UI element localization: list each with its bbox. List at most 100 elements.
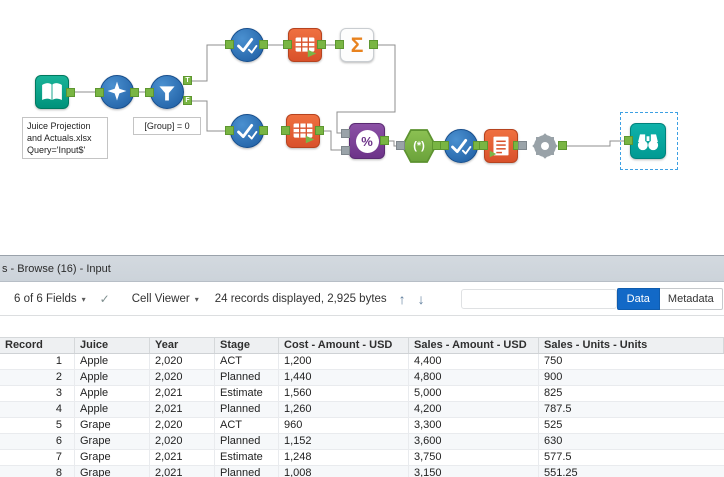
summarize-tool[interactable]: Σ: [340, 28, 374, 62]
data-cell: 3,300: [409, 418, 539, 433]
data-cell: 825: [544, 387, 563, 399]
data-cell: 4,400: [409, 354, 539, 369]
connection-anchor[interactable]: [317, 40, 326, 49]
filter-tool[interactable]: [150, 75, 184, 109]
column-header[interactable]: Juice: [75, 338, 150, 353]
scroll-down-button[interactable]: ↓: [417, 290, 425, 307]
record-number-cell: 8: [0, 466, 75, 477]
connection-anchor[interactable]: [518, 141, 527, 150]
record-number-cell: 2: [0, 370, 75, 385]
results-panel-title: s - Browse (16) - Input: [2, 263, 111, 275]
results-panel: s - Browse (16) - Input 6 of 6 Fields ▾ ✓…: [0, 255, 724, 477]
data-tab-button[interactable]: Data: [616, 287, 660, 310]
chevron-down-icon: ▾: [81, 294, 86, 304]
data-cell: 900: [544, 371, 563, 383]
column-header[interactable]: Cost - Amount - USD: [279, 338, 409, 353]
select-tool-lower[interactable]: [230, 114, 264, 148]
data-cell: Grape: [75, 466, 150, 477]
tool-selection-rect: [620, 112, 678, 170]
connection-anchor[interactable]: [130, 88, 139, 97]
connection-anchor[interactable]: [259, 126, 268, 135]
percent-icon: %: [355, 129, 379, 153]
record-number-cell: 1: [0, 354, 75, 369]
cell-viewer-selector[interactable]: Cell Viewer▾: [132, 293, 199, 305]
apply-check-icon[interactable]: ✓: [99, 291, 110, 306]
panel-spacer: [0, 316, 724, 337]
record-number-cell: 4: [0, 402, 75, 417]
workflow-canvas[interactable]: Σ % (*): [0, 0, 724, 255]
sigma-icon: Σ: [350, 33, 364, 57]
fields-selector-label: 6 of 6 Fields: [14, 292, 77, 305]
data-cell: 1,152: [279, 434, 409, 449]
connection-anchor[interactable]: [380, 136, 389, 145]
input-data-tool[interactable]: [35, 75, 69, 109]
data-cell: 525: [544, 419, 563, 431]
connection-anchor[interactable]: [225, 40, 234, 49]
input-annotation[interactable]: Juice Projection and Actuals.xlsx Query=…: [22, 117, 108, 159]
column-header[interactable]: Record: [0, 338, 75, 353]
connection-anchor[interactable]: [624, 136, 633, 145]
search-input[interactable]: [460, 288, 617, 309]
connection-anchor[interactable]: [369, 40, 378, 49]
connection-anchor[interactable]: [335, 40, 344, 49]
browse-tool[interactable]: [630, 123, 666, 159]
connection-anchor[interactable]: [341, 129, 350, 138]
prep-tool[interactable]: [100, 75, 134, 109]
record-number-cell: 5: [0, 418, 75, 433]
data-cell: Apple: [75, 370, 150, 385]
saw-macro-tool[interactable]: [527, 128, 563, 164]
data-cell: 3,750: [409, 450, 539, 465]
data-cell: Grape: [75, 418, 150, 433]
data-cell: 4,800: [409, 370, 539, 385]
column-header[interactable]: Year: [150, 338, 215, 353]
metadata-tab-button[interactable]: Metadata: [659, 287, 723, 310]
data-cell: 3,600: [409, 434, 539, 449]
filter-false-anchor[interactable]: F: [183, 96, 192, 105]
connection-anchor[interactable]: [66, 88, 75, 97]
data-cell: Estimate: [215, 450, 279, 465]
connection-anchor[interactable]: [259, 40, 268, 49]
filter-annotation[interactable]: [Group] = 0: [133, 117, 201, 135]
connection-anchor[interactable]: [479, 141, 488, 150]
book-icon: [42, 83, 62, 100]
connection-anchor[interactable]: [315, 126, 324, 135]
connection-anchor[interactable]: [95, 88, 104, 97]
data-cell: Grape: [75, 450, 150, 465]
connection-anchor[interactable]: [396, 141, 405, 150]
connection-anchor[interactable]: [440, 141, 449, 150]
results-table-header: Record Juice Year Stage Cost - Amount - …: [0, 337, 724, 354]
data-cell: Grape: [75, 434, 150, 449]
data-cell: Apple: [75, 402, 150, 417]
connection-anchor[interactable]: [281, 126, 290, 135]
select-tool-final[interactable]: [444, 129, 478, 163]
data-cell: Apple: [75, 354, 150, 369]
connection-anchor[interactable]: [341, 146, 350, 155]
scroll-up-button[interactable]: ↑: [398, 290, 406, 307]
filter-true-anchor[interactable]: T: [183, 76, 192, 85]
column-header[interactable]: Sales - Amount - USD: [409, 338, 539, 353]
percentage-macro-tool[interactable]: %: [349, 123, 385, 159]
data-cell: 2,021: [150, 386, 215, 401]
column-header[interactable]: Stage: [215, 338, 279, 353]
funnel-icon: [159, 86, 175, 101]
fields-selector[interactable]: 6 of 6 Fields ▾: [14, 293, 86, 305]
data-cell: 750: [544, 355, 563, 367]
table-icon: [293, 123, 315, 144]
data-cell: 3,150: [409, 466, 539, 477]
data-cell: 2,021: [150, 466, 215, 477]
column-header[interactable]: Sales - Units - Units: [539, 338, 724, 353]
connection-anchor[interactable]: [558, 141, 567, 150]
connection-anchor[interactable]: [283, 40, 292, 49]
connection-anchor[interactable]: [225, 126, 234, 135]
connection-anchor[interactable]: [145, 88, 154, 97]
